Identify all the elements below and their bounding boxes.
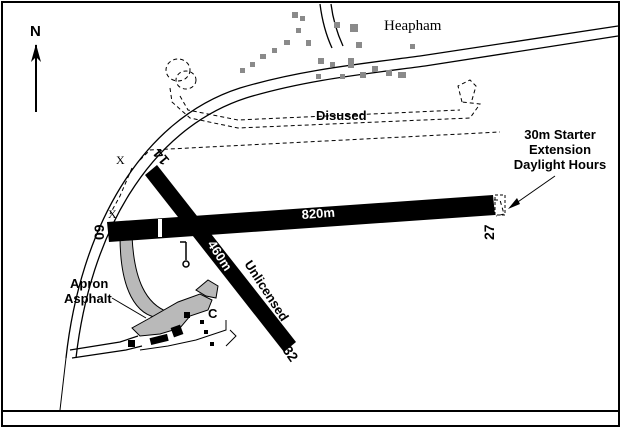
north-arrow: N	[30, 23, 41, 112]
windsock-marker	[180, 241, 190, 268]
runway-14-32	[145, 165, 296, 352]
starter-extension	[494, 194, 506, 216]
field-boundaries	[59, 329, 237, 411]
starter-extension-note: 30m Starter Extension Daylight Hours	[508, 127, 606, 209]
starter-note-line-2: Extension	[529, 142, 591, 157]
main-runway-length: 820m	[301, 205, 335, 222]
runway-threshold-mark	[158, 219, 162, 237]
x-mark-north: X	[116, 153, 125, 167]
runway-end-27: 27	[481, 224, 497, 240]
village-name: Heapham	[384, 18, 442, 34]
runway-09-27	[107, 195, 495, 242]
disused-perimeter-track	[109, 58, 505, 217]
runway-end-09: 09	[91, 224, 107, 240]
apron-outline	[139, 320, 227, 351]
x-mark-west: X	[108, 207, 117, 221]
starter-note-line-3: Daylight Hours	[514, 157, 606, 172]
apron-label-line-2: Asphalt	[64, 291, 112, 306]
access-road	[69, 335, 143, 359]
marker-c: C	[208, 306, 218, 321]
north-label: N	[30, 23, 41, 40]
starter-note-line-1: 30m Starter	[524, 127, 596, 142]
village-buildings	[240, 12, 415, 79]
apron-label-line-1: Apron	[70, 276, 108, 291]
apron-buildings	[128, 312, 214, 347]
apron-taxiway	[119, 235, 219, 337]
disused-label: Disused	[316, 108, 367, 123]
apron-label: Apron Asphalt	[64, 276, 147, 319]
